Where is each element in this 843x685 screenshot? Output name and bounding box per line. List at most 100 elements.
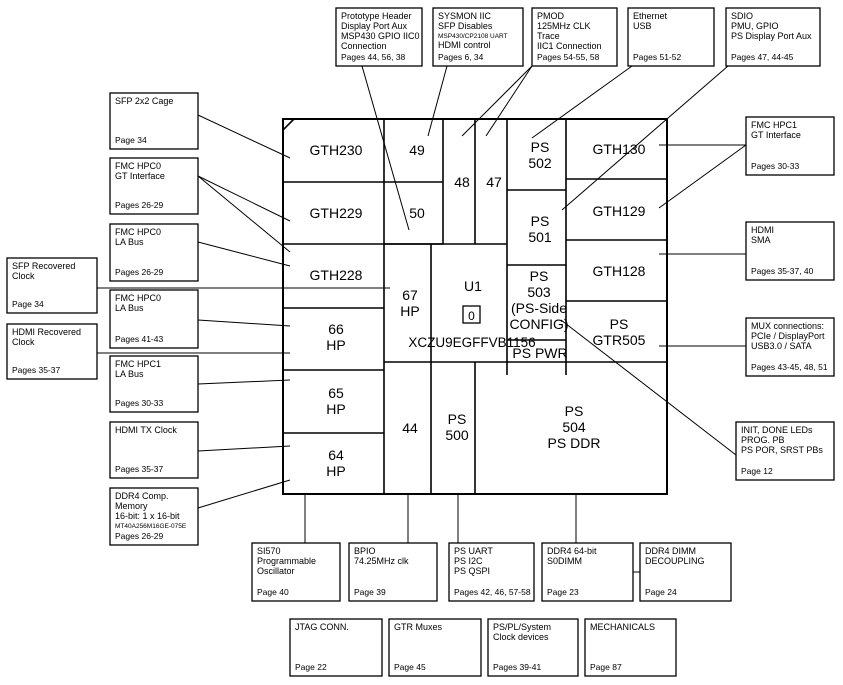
note-text-line: BPIO bbox=[354, 546, 376, 556]
pin1-corner-mark bbox=[282, 118, 295, 131]
note-text-line: MECHANICALS bbox=[590, 622, 655, 632]
note-text-line: Pages 39-41 bbox=[493, 662, 541, 672]
note-text-line: PCIe / DisplayPort bbox=[751, 331, 825, 341]
bank-label-line: 503 bbox=[527, 284, 551, 300]
note-text-line: Pages 44, 56, 38 bbox=[341, 52, 406, 62]
note-box-frame bbox=[6, 257, 98, 314]
note-box-frame bbox=[109, 487, 199, 546]
note-mux-connections: MUX connections:PCIe / DisplayPortUSB3.0… bbox=[745, 317, 835, 377]
note-text-line: Page 34 bbox=[115, 135, 147, 145]
note-text-line: Pages 26-29 bbox=[115, 267, 163, 277]
note-jtag-conn: JTAG CONN.Page 22 bbox=[289, 618, 383, 677]
bank-label-line: GTH129 bbox=[593, 203, 646, 219]
bank-label-line: PS bbox=[565, 403, 584, 419]
note-text-line: Pages 42, 46, 57-58 bbox=[454, 587, 531, 597]
note-text-line: Pages 26-29 bbox=[115, 531, 163, 541]
note-text-line: Programmable bbox=[257, 556, 316, 566]
note-text-line: PMOD bbox=[537, 11, 565, 21]
chip-designator: U1 bbox=[464, 278, 482, 294]
bank-label-line: PS bbox=[530, 268, 549, 284]
note-text-line: Pages 30-33 bbox=[751, 161, 799, 171]
note-text-line: PROG. PB bbox=[741, 435, 785, 445]
note-box-frame bbox=[432, 7, 524, 67]
note-text-line: 125MHz CLK bbox=[537, 21, 591, 31]
note-text-line: Clock bbox=[12, 337, 35, 347]
note-box-frame bbox=[487, 618, 579, 677]
note-text-line: FMC HPC1 bbox=[751, 120, 797, 130]
note-box-frame bbox=[541, 542, 634, 602]
note-box-frame bbox=[584, 618, 677, 677]
bank-gth128: GTH128 bbox=[593, 263, 646, 279]
note-text-line: S0DIMM bbox=[547, 556, 582, 566]
note-text-line: Pages 41-43 bbox=[115, 334, 163, 344]
bank-gth129: GTH129 bbox=[593, 203, 646, 219]
note-text-line: Pages 35-37 bbox=[12, 365, 60, 375]
note-box-frame bbox=[725, 7, 821, 67]
bank-gth228: GTH228 bbox=[310, 267, 363, 283]
note-box-frame bbox=[109, 92, 199, 150]
note-box-frame bbox=[289, 618, 383, 677]
bank-label-line: HP bbox=[326, 337, 345, 353]
bank-label-line: GTH130 bbox=[593, 141, 646, 157]
bank-label-line: 500 bbox=[445, 427, 469, 443]
bank-label-line: HP bbox=[400, 303, 419, 319]
note-text-line: HDMI TX Clock bbox=[115, 425, 177, 435]
bank-label-line: GTH230 bbox=[310, 142, 363, 158]
note-text-line: HDMI bbox=[751, 225, 774, 235]
note-text-line: MUX connections: bbox=[751, 321, 824, 331]
bank-label-line: 44 bbox=[402, 420, 418, 436]
note-text-line: Pages 51-52 bbox=[633, 52, 681, 62]
bank-label-line: PS DDR bbox=[548, 435, 601, 451]
note-text-line: Trace bbox=[537, 31, 560, 41]
bank-gth130: GTH130 bbox=[593, 141, 646, 157]
bank-label-line: 64 bbox=[328, 447, 344, 463]
bank-label-line: PS bbox=[448, 411, 467, 427]
bank-label-line: PS bbox=[531, 139, 550, 155]
connector-lines bbox=[97, 65, 747, 573]
bank-label-line: GTH228 bbox=[310, 267, 363, 283]
note-text-line: Clock devices bbox=[493, 632, 549, 642]
note-text-line: Page 24 bbox=[645, 587, 677, 597]
chip-pin-box bbox=[462, 305, 481, 324]
bank-label-line: 49 bbox=[409, 142, 425, 158]
bank-label-line: 47 bbox=[486, 174, 502, 190]
note-text-line: Page 45 bbox=[394, 662, 426, 672]
note-text-line: Ethernet bbox=[633, 11, 668, 21]
bank-grid bbox=[283, 119, 667, 494]
bank-48: 48 bbox=[454, 174, 470, 190]
note-text-line: Pages 30-33 bbox=[115, 398, 163, 408]
note-text-line: SDIO bbox=[731, 11, 753, 21]
note-text-line: SI570 bbox=[257, 546, 281, 556]
note-text-line: SFP 2x2 Cage bbox=[115, 96, 173, 106]
note-text-line: Pages 47, 44-45 bbox=[731, 52, 794, 62]
note-text-line: Memory bbox=[115, 501, 148, 511]
note-box-frame bbox=[109, 157, 199, 215]
note-box-frame bbox=[745, 221, 835, 281]
note-text-line: DECOUPLING bbox=[645, 556, 705, 566]
bank-label-line: 504 bbox=[562, 419, 586, 435]
bank-label-line: 50 bbox=[409, 205, 425, 221]
note-text-line: LA Bus bbox=[115, 303, 144, 313]
note-text-line: HDMI Recovered bbox=[12, 327, 81, 337]
note-text-line: FMC HPC0 bbox=[115, 161, 161, 171]
